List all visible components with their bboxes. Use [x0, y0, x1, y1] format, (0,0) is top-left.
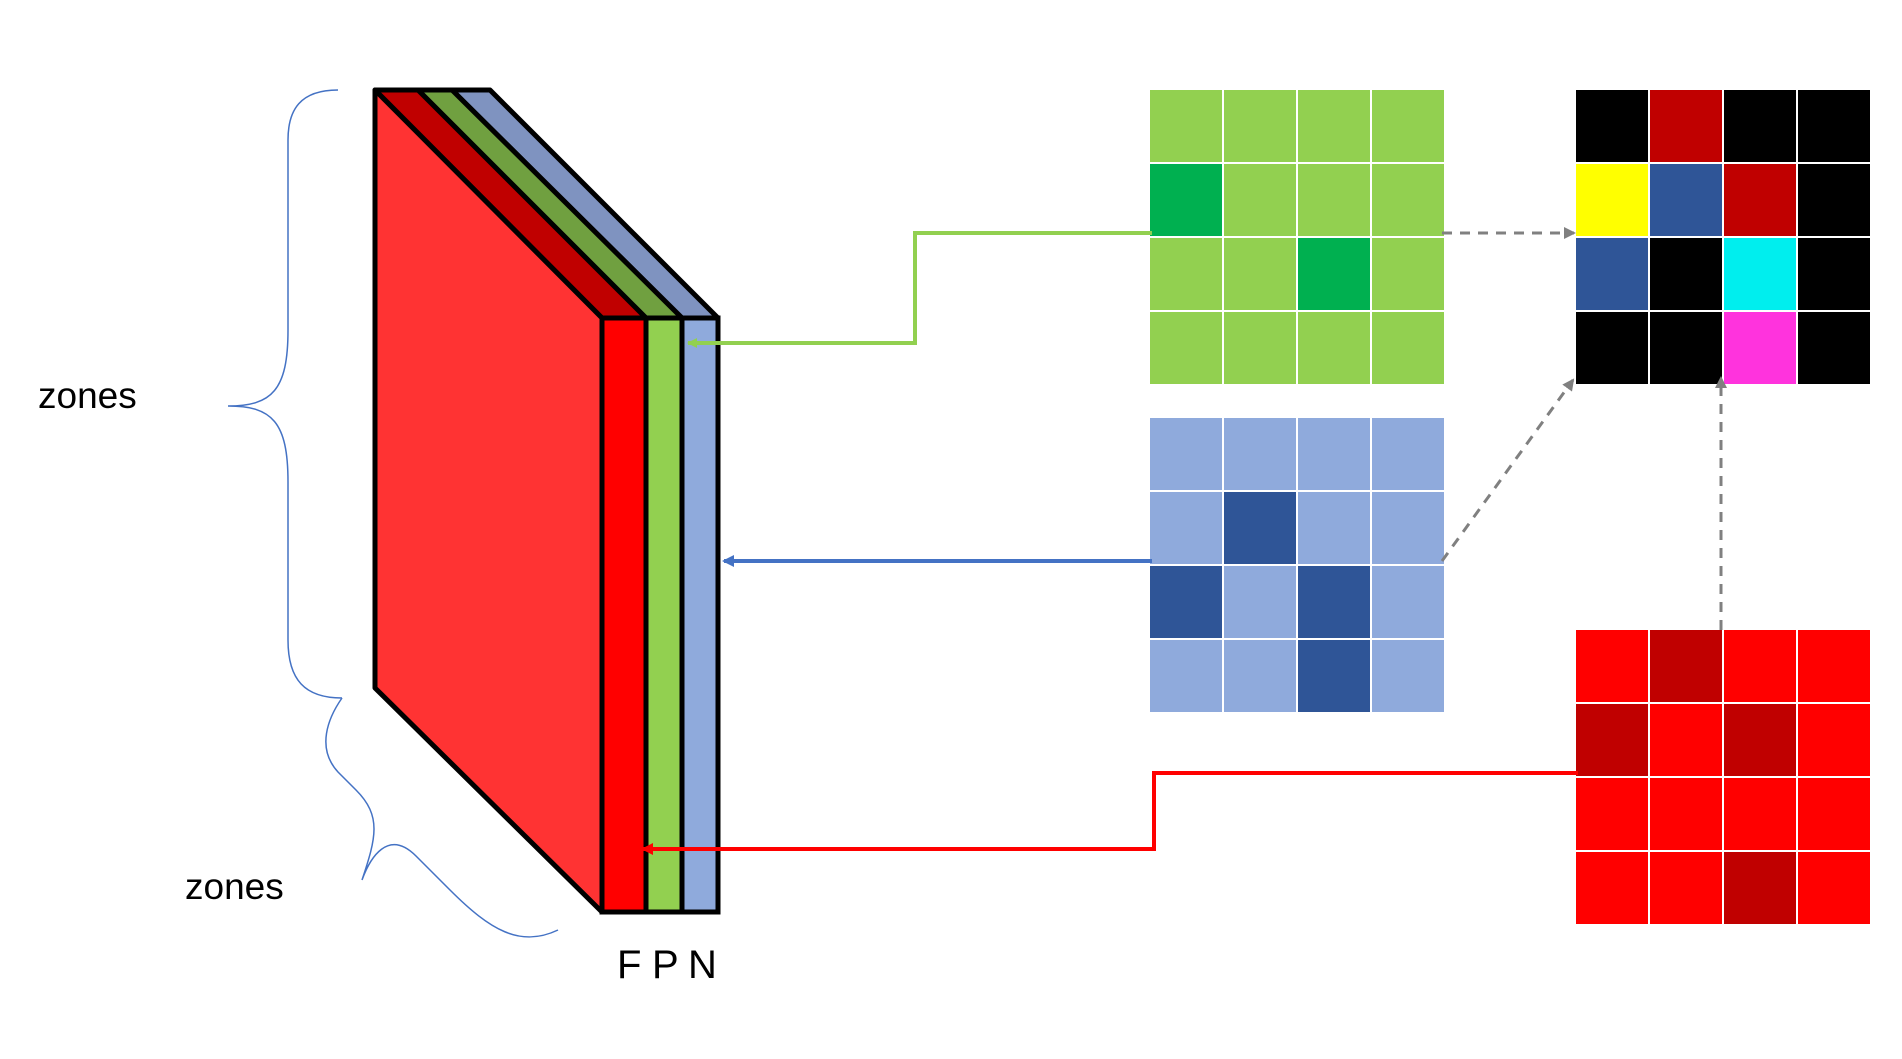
f-grid-cell: [1576, 778, 1648, 850]
p-grid-cell: [1224, 312, 1296, 384]
n-grid-cell: [1224, 492, 1296, 564]
combined-grid-cell: [1576, 312, 1648, 384]
n-layer-side: [679, 315, 721, 915]
p-grid-cell: [1150, 238, 1222, 310]
combined-grid-cell: [1576, 238, 1648, 310]
f-grid-cell: [1576, 630, 1648, 702]
n-grid-cell: [1372, 492, 1444, 564]
combined-zone-grid: [1576, 90, 1870, 384]
combined-grid-cell: [1724, 238, 1796, 310]
f-grid-cell: [1724, 704, 1796, 776]
n-grid-cell: [1150, 492, 1222, 564]
p-grid-cell: [1224, 90, 1296, 162]
n-grid-cell: [1298, 418, 1370, 490]
red-arrow: [641, 771, 1578, 855]
n-zone-grid: [1150, 418, 1444, 712]
p-grid-cell: [1298, 238, 1370, 310]
layer-f-label: F: [617, 943, 641, 987]
f-zone-grid: [1576, 630, 1870, 924]
combined-grid-cell: [1650, 238, 1722, 310]
p-grid-cell: [1372, 164, 1444, 236]
p-grid-cell: [1298, 312, 1370, 384]
p-grid-cell: [1298, 164, 1370, 236]
n-grid-cell: [1224, 418, 1296, 490]
f-grid-cell: [1576, 852, 1648, 924]
p-grid-cell: [1224, 238, 1296, 310]
green-arrow: [687, 231, 1152, 348]
n-grid-cell: [1150, 418, 1222, 490]
p-grid-cell: [1372, 238, 1444, 310]
f-layer-side: [599, 315, 649, 915]
p-grid-cell: [1150, 90, 1222, 162]
layer-p-label: P: [652, 943, 679, 987]
zones-vertical-label: zones: [38, 375, 137, 416]
p-zone-grid: [1150, 90, 1444, 384]
f-grid-cell: [1650, 778, 1722, 850]
combined-grid-cell: [1724, 312, 1796, 384]
f-grid-cell: [1724, 630, 1796, 702]
f-grid-cell: [1650, 852, 1722, 924]
combined-grid-cell: [1798, 90, 1870, 162]
p-grid-cell: [1150, 312, 1222, 384]
combined-grid-cell: [1576, 164, 1648, 236]
n-grid-cell: [1150, 566, 1222, 638]
f-grid-cell: [1650, 630, 1722, 702]
p-grid-cell: [1372, 90, 1444, 162]
n-grid-cell: [1372, 640, 1444, 712]
combined-grid-cell: [1576, 90, 1648, 162]
n-grid-cell: [1150, 640, 1222, 712]
n-grid-cell: [1372, 566, 1444, 638]
p-grid-cell: [1298, 90, 1370, 162]
p-grid-cell: [1224, 164, 1296, 236]
f-grid-cell: [1650, 704, 1722, 776]
combined-grid-cell: [1798, 312, 1870, 384]
f-grid-cell: [1724, 852, 1796, 924]
f-grid-cell: [1724, 778, 1796, 850]
f-grid-cell: [1798, 852, 1870, 924]
n-grid-cell: [1298, 640, 1370, 712]
combined-grid-cell: [1650, 90, 1722, 162]
combined-grid-cell: [1650, 312, 1722, 384]
vertical-zones-brace: [227, 89, 343, 699]
depth-zones-brace: [325, 697, 559, 938]
f-grid-cell: [1798, 778, 1870, 850]
combined-grid-cell: [1724, 164, 1796, 236]
f-grid-cell: [1798, 704, 1870, 776]
n-grid-cell: [1224, 566, 1296, 638]
p-layer-side: [643, 315, 685, 915]
layer-stack: [372, 87, 721, 915]
zones-depth-label: zones: [185, 866, 284, 907]
f-grid-cell: [1576, 704, 1648, 776]
combined-grid-cell: [1798, 164, 1870, 236]
n-grid-cell: [1372, 418, 1444, 490]
n-grid-cell: [1224, 640, 1296, 712]
dashed-arrow-n-to-combined: [1440, 378, 1575, 562]
combined-grid-cell: [1724, 90, 1796, 162]
p-grid-cell: [1372, 312, 1444, 384]
p-grid-cell: [1150, 164, 1222, 236]
n-grid-cell: [1298, 492, 1370, 564]
layer-n-label: N: [688, 943, 717, 987]
combined-grid-cell: [1798, 238, 1870, 310]
n-grid-cell: [1298, 566, 1370, 638]
f-grid-cell: [1798, 630, 1870, 702]
combined-grid-cell: [1650, 164, 1722, 236]
